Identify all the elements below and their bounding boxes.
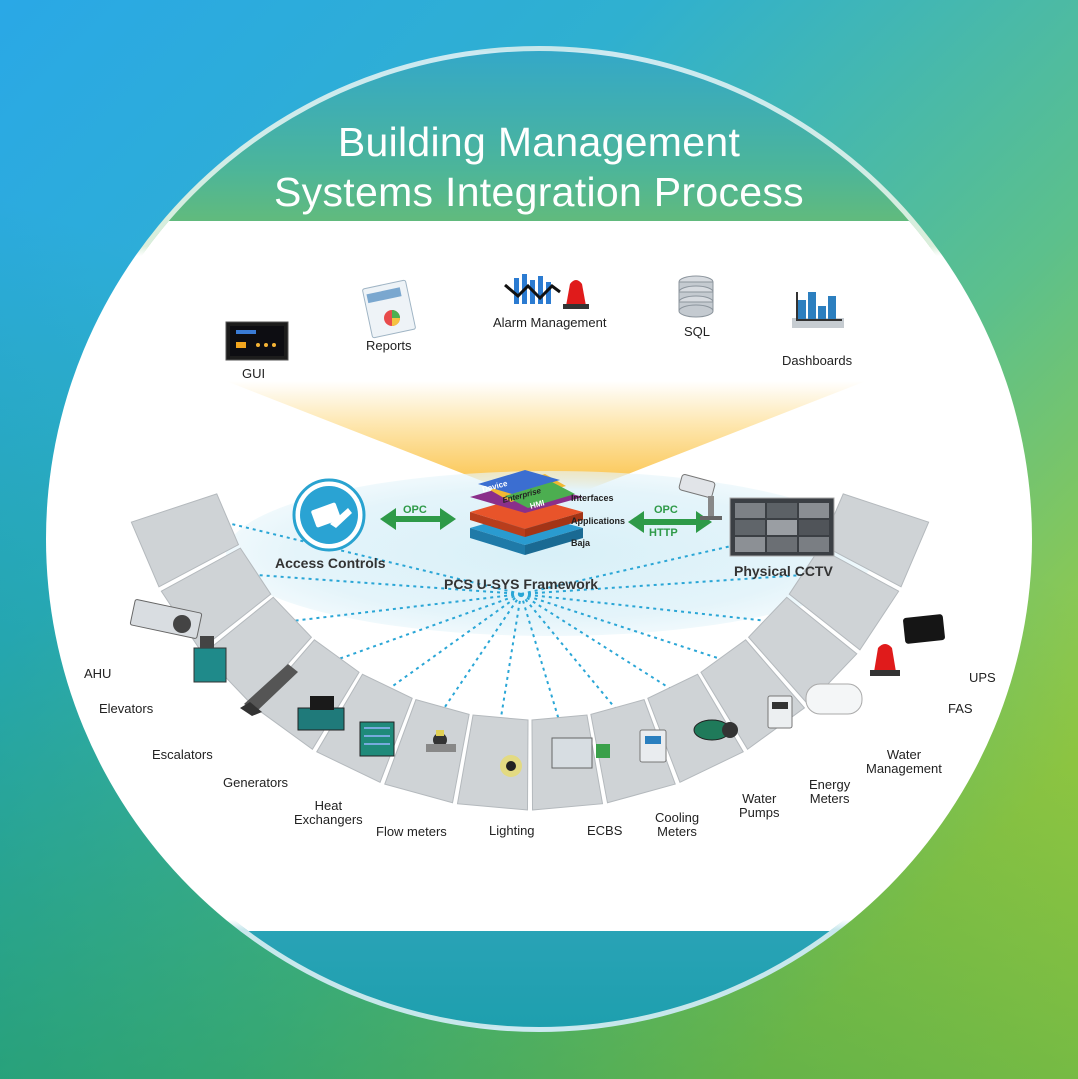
layer-label-applications: Applications — [571, 516, 626, 526]
device-tile — [202, 596, 313, 706]
bar-chart-icon — [792, 292, 844, 328]
tool-label-alarm-management: Alarm Management — [493, 315, 607, 330]
device-label-heat-exchangers: Heat Exchangers — [294, 799, 363, 827]
opc-arrow-left — [380, 508, 456, 530]
access-controls-label: Access Controls — [275, 555, 386, 571]
water-pump-icon — [693, 719, 738, 741]
device-tile — [747, 596, 858, 706]
connection-line — [520, 593, 676, 693]
water-pumps-line-2: Pumps — [739, 805, 780, 820]
cctv-camera-icon — [678, 474, 722, 520]
lighting-icon — [500, 755, 522, 777]
device-label-escalators: Escalators — [152, 747, 213, 762]
energy-meter-icon — [767, 695, 793, 729]
connection-line — [287, 593, 522, 623]
connection-line — [332, 593, 522, 662]
connection-line — [520, 520, 839, 595]
connection-line — [520, 593, 728, 662]
ups-icon — [903, 614, 945, 644]
device-tile — [590, 699, 676, 804]
device-label-elevators: Elevators — [99, 701, 154, 716]
energy-meters-line-2: Meters — [809, 791, 850, 806]
report-icon — [362, 279, 416, 339]
device-label-ecbs: ECBS — [587, 823, 623, 838]
connection-line — [221, 520, 522, 595]
connection-line — [250, 573, 522, 595]
tool-label-reports: Reports — [366, 338, 412, 353]
device-tile — [820, 493, 930, 588]
tool-label-sql: SQL — [684, 324, 711, 339]
water-management-line-2: Management — [866, 761, 942, 776]
device-tile — [254, 639, 360, 750]
device-label-water-management: Water Management — [866, 748, 942, 776]
device-label-cooling-meters: Cooling Meters — [655, 811, 699, 839]
device-label-flow-meters: Flow meters — [376, 824, 447, 839]
cooling-meters-line-1: Cooling — [655, 810, 700, 825]
tool-label-dashboards: Dashboards — [782, 353, 853, 368]
cooling-meter-icon — [639, 729, 667, 763]
device-label-generators: Generators — [223, 775, 289, 790]
flow-meter-icon — [426, 730, 456, 752]
ahu-unit-icon — [129, 599, 203, 639]
device-label-ahu: AHU — [84, 666, 112, 681]
database-icon — [678, 275, 714, 318]
device-label-water-pumps: Water Pumps — [739, 792, 779, 820]
energy-meters-line-1: Energy — [809, 777, 851, 792]
alarm-icon — [504, 274, 589, 309]
escalator-icon — [240, 664, 298, 716]
title-line-2: Systems Integration Process — [274, 169, 804, 215]
device-tile — [130, 493, 240, 588]
device-label-fas: FAS — [948, 701, 973, 716]
tool-label-gui: GUI — [242, 366, 266, 381]
connection-line — [520, 593, 620, 714]
elevator-icon — [193, 636, 227, 683]
device-tile — [456, 714, 529, 811]
monitor-icon — [225, 321, 289, 361]
framework-name: PCS U-SYS Framework — [444, 576, 599, 592]
http-label-right: HTTP — [649, 527, 678, 539]
connection-line — [384, 593, 522, 693]
water-pumps-line-1: Water — [742, 791, 777, 806]
device-label-lighting: Lighting — [489, 823, 535, 838]
connection-line — [520, 593, 773, 623]
framework-stack-icon — [470, 470, 583, 555]
heat-exchangers-line-2: Exchangers — [294, 812, 363, 827]
opc-label-left: OPC — [403, 504, 427, 516]
heat-exchangers-line-1: Heat — [314, 798, 343, 813]
device-label-ups: UPS — [969, 670, 996, 685]
water-management-line-1: Water — [886, 747, 922, 762]
opc-label-right: OPC — [654, 504, 678, 516]
connection-line — [520, 593, 561, 724]
connection-line — [440, 593, 522, 714]
ecbs-panel-icon — [551, 737, 610, 769]
physical-cctv-label: Physical CCTV — [734, 563, 833, 579]
title-line-1: Building Management — [337, 119, 741, 165]
access-card-icon — [292, 478, 366, 552]
heat-exchanger-icon — [359, 721, 395, 757]
generator-icon — [297, 696, 345, 731]
device-label-energy-meters: Energy Meters — [809, 778, 850, 806]
layer-label-baja: Baja — [571, 538, 591, 548]
connection-line — [498, 593, 522, 724]
cctv-monitor-icon — [729, 497, 835, 557]
cooling-meters-line-2: Meters — [657, 824, 697, 839]
fire-alarm-icon — [870, 644, 900, 676]
layer-label-interfaces: Interfaces — [571, 493, 614, 503]
water-tank-icon — [805, 683, 863, 715]
connection-lines — [221, 520, 839, 724]
